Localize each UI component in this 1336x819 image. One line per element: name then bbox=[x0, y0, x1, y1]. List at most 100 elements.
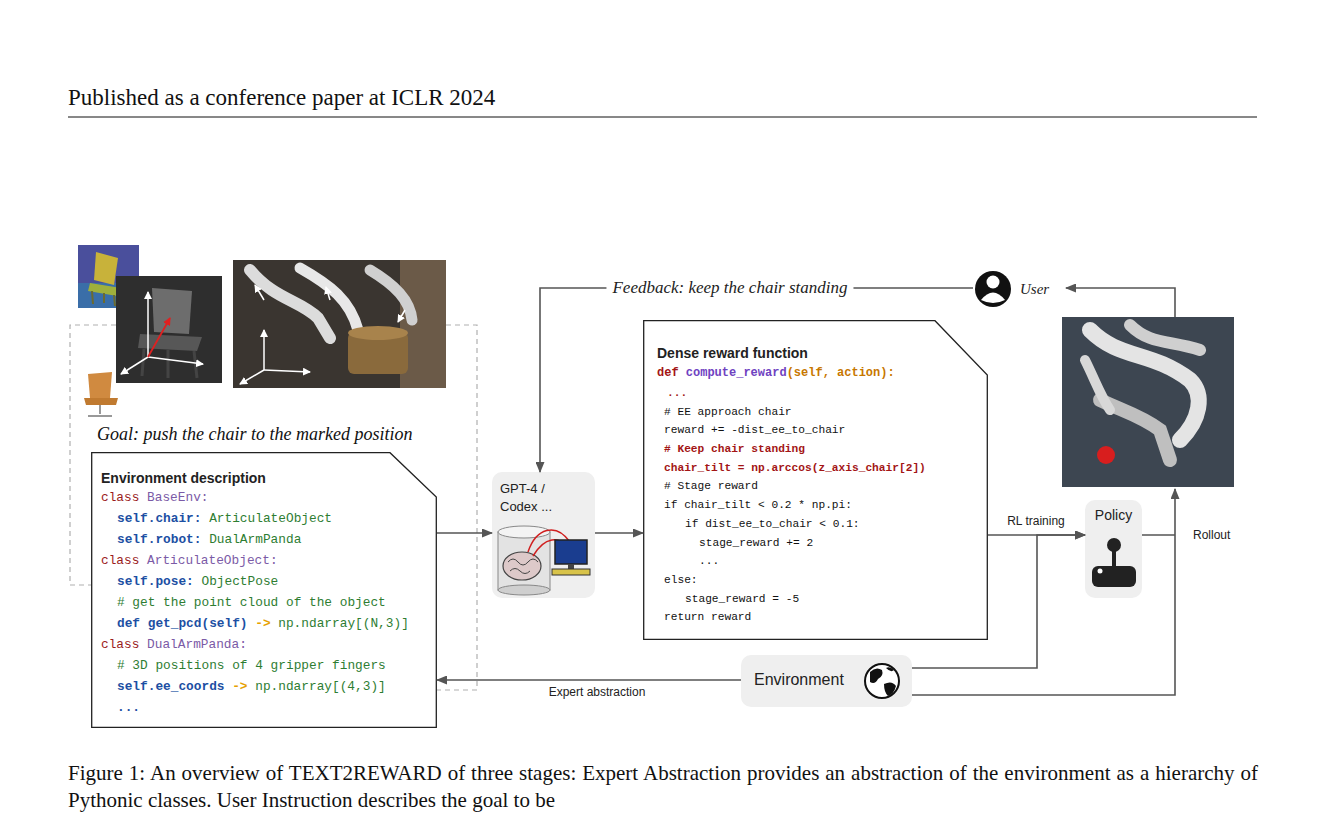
robot-arm bbox=[1085, 360, 1110, 410]
code-line: # Stage reward bbox=[657, 477, 988, 496]
panel-outline bbox=[92, 453, 437, 728]
code-token: ArticulateObject: bbox=[147, 553, 278, 568]
code-token: -> bbox=[255, 616, 270, 631]
code-line: if chair_tilt < 0.2 * np.pi: bbox=[657, 496, 988, 515]
robot-arm bbox=[370, 270, 412, 320]
code-line: ... bbox=[101, 697, 437, 718]
rollout-line bbox=[1142, 534, 1175, 536]
node-text: Policy bbox=[1085, 506, 1142, 524]
code-line: class DualArmPanda: bbox=[101, 634, 437, 655]
code-token: stage_reward += 2 bbox=[699, 537, 813, 549]
code-token: self.robot: bbox=[117, 532, 201, 547]
chair-back bbox=[94, 252, 118, 285]
code-line: ... bbox=[657, 552, 988, 571]
code-token: self.chair: bbox=[117, 511, 201, 526]
goal-text: Goal: push the chair to the marked posit… bbox=[97, 423, 412, 445]
code-line: class ArticulateObject: bbox=[101, 550, 437, 571]
code-token: ... bbox=[699, 555, 719, 567]
axis-arrow bbox=[148, 318, 170, 357]
robot-arm bbox=[300, 268, 358, 330]
target-marker bbox=[1097, 446, 1115, 464]
panel-heading: Environment description bbox=[101, 469, 437, 487]
flow-arrow bbox=[437, 679, 741, 681]
code-token: np.ndarray[(4,3)] bbox=[255, 679, 386, 694]
node-text: User bbox=[1020, 280, 1059, 298]
policy-box: Policy bbox=[1085, 500, 1142, 598]
code-token: chair_tilt = np.arccos(z_axis_chair[2]) bbox=[664, 462, 926, 474]
user-icon bbox=[975, 271, 1011, 307]
environment-box: Environment bbox=[741, 655, 912, 707]
figure-caption: Figure 1: An overview of TEXT2REWARD of … bbox=[68, 760, 1258, 814]
flow-label: Rollout bbox=[1193, 528, 1230, 542]
code-token: BaseEnv: bbox=[147, 490, 208, 505]
code-panel: Dense reward functiondefcompute_reward(s… bbox=[643, 320, 988, 640]
code-token: # get the point cloud of the object bbox=[117, 595, 386, 610]
code-token: class bbox=[101, 637, 139, 652]
code-line: # EE approach chair bbox=[657, 403, 988, 422]
code-token: # Stage reward bbox=[664, 480, 758, 492]
code-line: self.pose: ObjectPose bbox=[101, 571, 437, 592]
chair-seat bbox=[84, 398, 118, 405]
code-line: self.robot: DualArmPanda bbox=[101, 529, 437, 550]
code-token: ArticulateObject bbox=[209, 511, 332, 526]
code-token: -> bbox=[232, 679, 247, 694]
code-line: self.chair: ArticulateObject bbox=[101, 508, 437, 529]
robot-arm bbox=[1130, 325, 1200, 350]
chair-base bbox=[88, 405, 112, 416]
code-token: ObjectPose bbox=[201, 574, 278, 589]
axis-arrow bbox=[240, 370, 264, 384]
code-line: ... bbox=[657, 384, 988, 403]
code-panel: Environment description class BaseEnv: self… bbox=[91, 452, 437, 728]
edge-label: Feedback: keep the chair standing bbox=[606, 278, 853, 298]
flow-arrow bbox=[437, 532, 492, 534]
flow-arrow bbox=[988, 534, 1085, 536]
flow-arrow bbox=[595, 532, 643, 534]
user-line bbox=[1066, 288, 1175, 317]
code-token: compute_reward bbox=[686, 366, 787, 380]
photo-background bbox=[116, 276, 222, 383]
chair-back bbox=[152, 288, 192, 334]
model-box: GPT-4 / Codex ... bbox=[492, 472, 595, 598]
node-text: GPT-4 / Codex ... bbox=[500, 480, 562, 516]
axis-arrow bbox=[121, 357, 148, 374]
code-line: class BaseEnv: bbox=[101, 487, 437, 508]
code-line: stage_reward += 2 bbox=[657, 534, 988, 553]
panel-heading: Dense reward function bbox=[657, 344, 988, 362]
code-token: else: bbox=[664, 574, 698, 586]
code-token: def get_pcd(self) bbox=[117, 616, 248, 631]
axis-arrow bbox=[326, 287, 330, 300]
code-token: reward += -dist_ee_to_chair bbox=[664, 424, 845, 436]
code-token: def bbox=[657, 366, 679, 380]
code-token: ... bbox=[117, 700, 140, 715]
axis-arrow bbox=[255, 285, 264, 300]
code-token: # Keep chair standing bbox=[664, 443, 805, 455]
code-token: np.ndarray[(N,3)] bbox=[278, 616, 409, 631]
code-line: # get the point cloud of the object bbox=[101, 592, 437, 613]
code-line: stage_reward = -5 bbox=[657, 590, 988, 609]
code-token: self.pose: bbox=[117, 574, 194, 589]
rollout-render bbox=[1062, 317, 1234, 487]
code-token: class bbox=[101, 553, 139, 568]
running-header: Published as a conference paper at ICLR … bbox=[68, 84, 495, 112]
code-token: DualArmPanda bbox=[209, 532, 301, 547]
panel-outline bbox=[644, 321, 988, 640]
code-line: # 3D positions of 4 gripper fingers bbox=[101, 655, 437, 676]
code-token: # 3D positions of 4 gripper fingers bbox=[117, 658, 386, 673]
bucket-rim bbox=[348, 326, 408, 340]
header-rule bbox=[68, 117, 1257, 118]
chair-back bbox=[88, 372, 112, 398]
node-text: Environment bbox=[754, 670, 912, 690]
code-token: # EE approach chair bbox=[664, 406, 792, 418]
code-line: defcompute_reward(self, action): bbox=[657, 362, 988, 384]
code-token: class bbox=[101, 490, 139, 505]
user-head bbox=[987, 276, 1000, 289]
code-line: def get_pcd(self) -> np.ndarray[(N,3)] bbox=[101, 613, 437, 634]
code-line: reward += -dist_ee_to_chair bbox=[657, 421, 988, 440]
user-node: User bbox=[973, 270, 1059, 308]
edge-label: RL training bbox=[1007, 514, 1065, 528]
axis-arrow bbox=[148, 357, 203, 364]
code-token: DualArmPanda: bbox=[147, 637, 247, 652]
code-line: if dist_ee_to_chair < 0.1: bbox=[657, 515, 988, 534]
code-token: if chair_tilt < 0.2 * np.pi: bbox=[664, 499, 852, 511]
code-token: ... bbox=[667, 387, 687, 399]
